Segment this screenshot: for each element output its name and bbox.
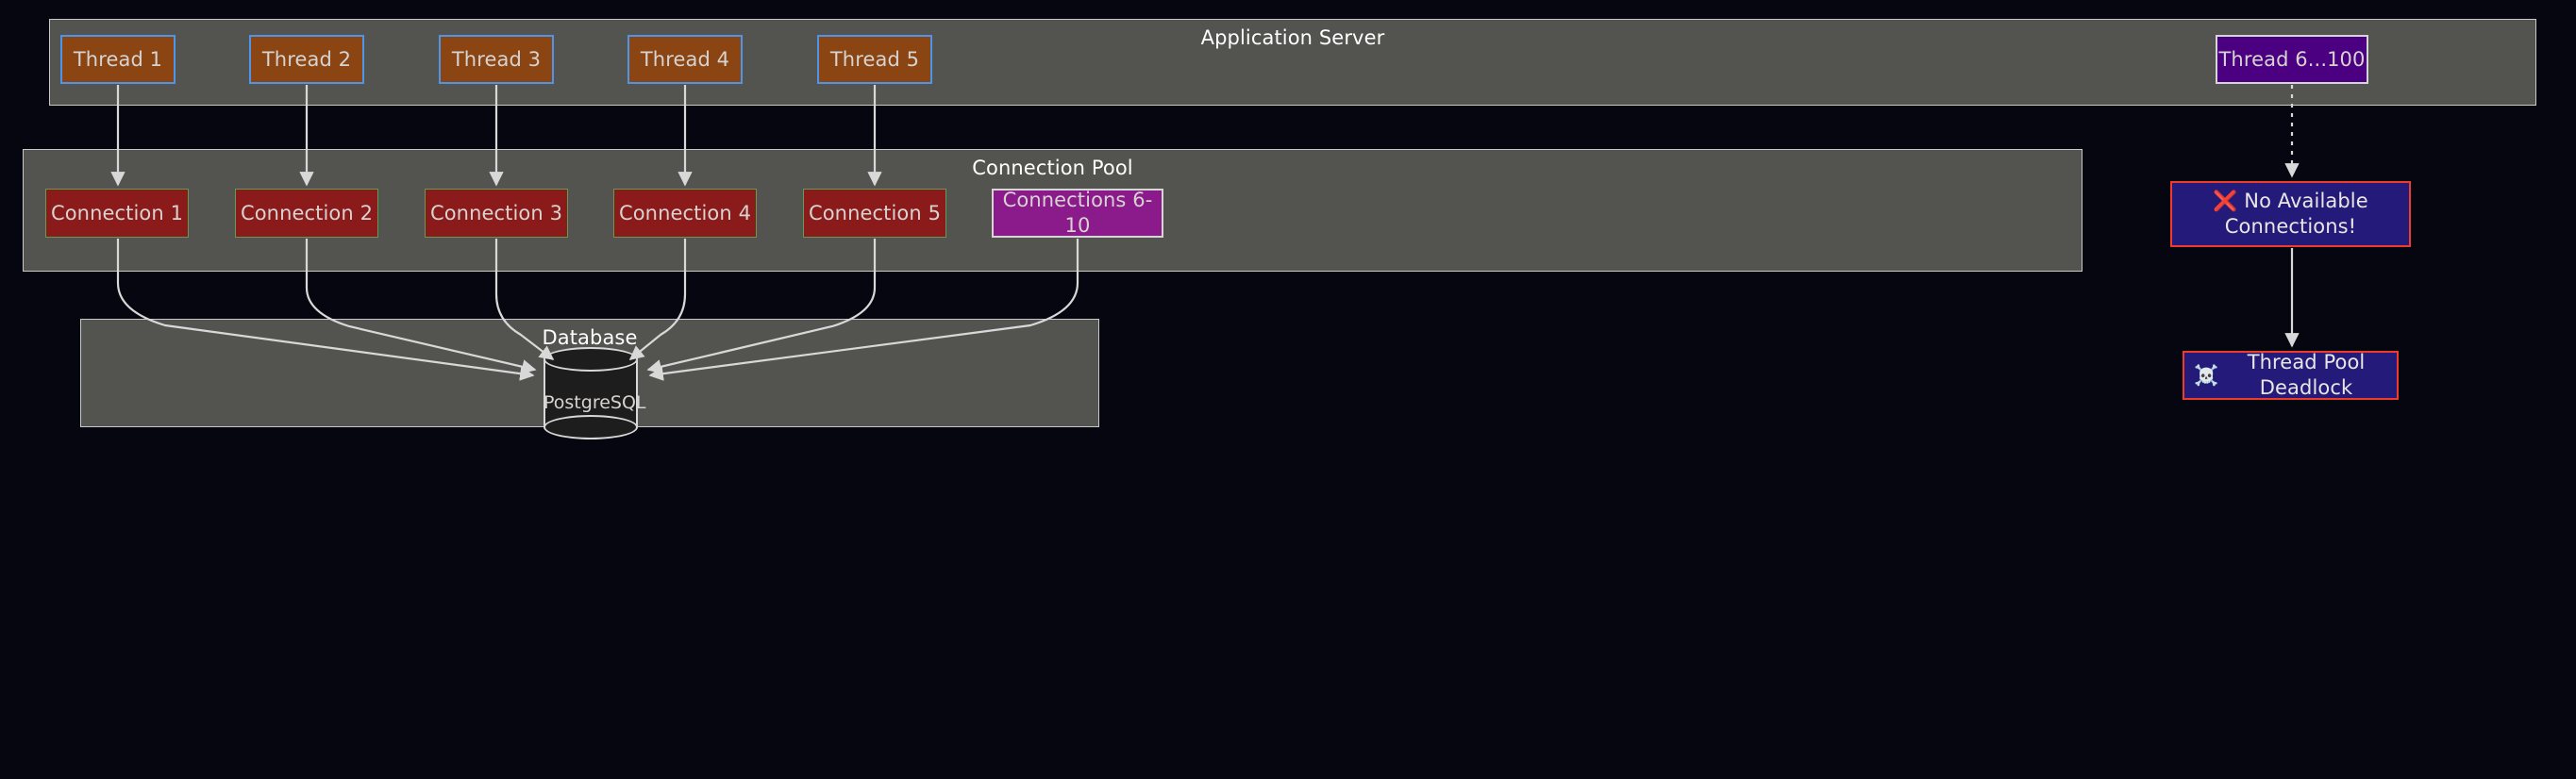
node-connection-4[interactable]: Connection 4: [613, 189, 757, 238]
node-label: Connection 1: [50, 201, 184, 224]
node-thread-1[interactable]: Thread 1: [60, 35, 176, 84]
node-thread-3[interactable]: Thread 3: [439, 35, 554, 84]
node-thread-6-to-100[interactable]: Thread 6...100: [2216, 35, 2368, 84]
node-label: Connection 3: [429, 201, 563, 224]
node-label: Thread 5: [829, 47, 920, 71]
cluster-label-application-server: Application Server: [1200, 26, 1385, 49]
alert-second-line: Connections!: [2224, 215, 2357, 238]
node-connection-1[interactable]: Connection 1: [45, 189, 189, 238]
node-label: Thread 2: [261, 47, 352, 71]
node-thread-4[interactable]: Thread 4: [627, 35, 743, 84]
cross-mark-icon: ❌: [2213, 190, 2238, 212]
alert-no-available-connections[interactable]: ❌ No Available Connections!: [2170, 181, 2411, 247]
node-label: Connection 4: [618, 201, 752, 224]
node-thread-2[interactable]: Thread 2: [249, 35, 364, 84]
cluster-label-connection-pool: Connection Pool: [972, 157, 1133, 179]
alert-first-line: ❌ No Available: [2213, 189, 2368, 214]
node-label: Connection 5: [808, 201, 942, 224]
node-label: Thread 3: [451, 47, 542, 71]
node-label: PostgreSQL: [544, 392, 646, 413]
node-thread-5[interactable]: Thread 5: [817, 35, 932, 84]
node-label: Thread 1: [73, 47, 163, 71]
node-database-postgresql[interactable]: PostgreSQL: [544, 347, 646, 439]
node-connection-3[interactable]: Connection 3: [425, 189, 568, 238]
alert-thread-pool-deadlock[interactable]: ☠️ Thread Pool Deadlock: [2183, 351, 2399, 400]
node-connection-5[interactable]: Connection 5: [803, 189, 946, 238]
cluster-label-database: Database: [542, 326, 638, 349]
cylinder-bottom-ellipse: [544, 415, 638, 439]
node-label: Connections 6-10: [1002, 189, 1153, 237]
node-label: Thread 4: [640, 47, 730, 71]
cluster-application-server: Application Server: [49, 19, 2536, 106]
node-connections-6-to-10[interactable]: Connections 6-10: [992, 189, 1163, 238]
node-connection-2[interactable]: Connection 2: [235, 189, 378, 238]
alert-text: Thread Pool Deadlock: [2247, 351, 2366, 399]
cylinder-top-ellipse: [544, 347, 638, 372]
node-label: Connection 2: [240, 201, 374, 224]
alert-text: No Available: [2244, 190, 2368, 212]
node-label: Thread 6...100: [2218, 47, 2366, 71]
skull-icon: ☠️: [2194, 363, 2219, 387]
